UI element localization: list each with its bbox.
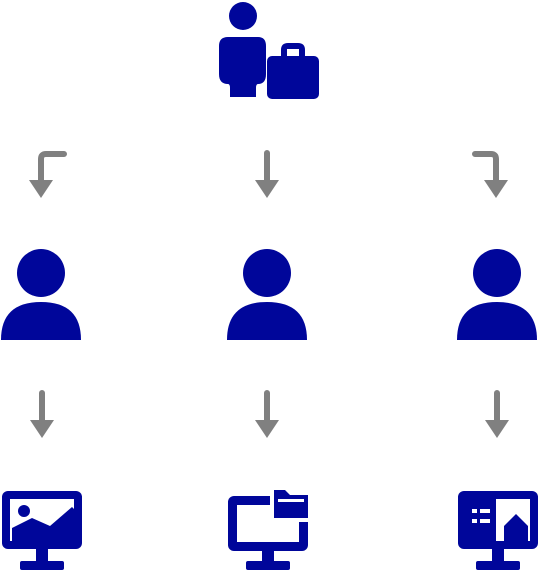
monitor-dashboard-icon xyxy=(458,491,538,570)
monitor-image-icon xyxy=(2,491,82,570)
down-arrow-icon xyxy=(255,390,279,438)
down-arrow-icon xyxy=(255,150,279,198)
down-arrow-icon xyxy=(30,390,54,438)
business-person-with-briefcase-icon xyxy=(219,2,319,99)
monitor-folder-icon xyxy=(228,486,312,570)
down-arrow-icon xyxy=(485,390,509,438)
curved-left-down-arrow-icon xyxy=(29,151,67,198)
user-icon xyxy=(227,249,307,340)
user-icon xyxy=(457,249,537,340)
user-icon xyxy=(1,249,81,340)
curved-right-down-arrow-icon xyxy=(472,151,508,198)
